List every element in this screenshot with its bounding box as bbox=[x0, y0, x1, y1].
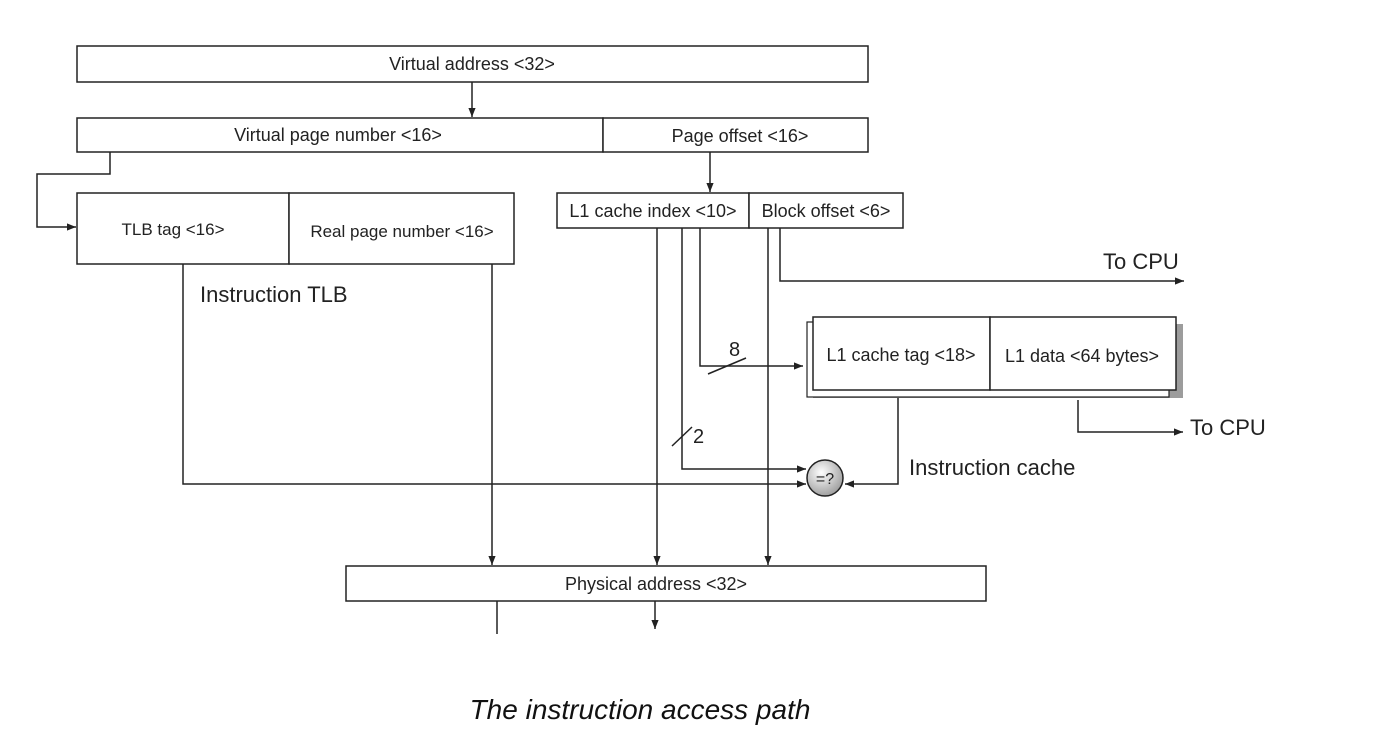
instruction-tlb-label: Instruction TLB bbox=[200, 282, 348, 307]
l1-cache-tag-box: L1 cache tag <18> bbox=[812, 316, 991, 391]
real-page-number-label: Real page number <16> bbox=[310, 222, 493, 241]
to-cpu-top-arrow bbox=[779, 228, 1184, 285]
block-offset-box: Block offset <6> bbox=[748, 192, 904, 229]
comparator: =? bbox=[806, 459, 844, 497]
to-cpu-bottom-label: To CPU bbox=[1190, 415, 1266, 440]
index-to-comparator-arrow bbox=[681, 228, 806, 473]
comparator-label: =? bbox=[816, 471, 834, 488]
tlb-tag-box: TLB tag <16> bbox=[76, 192, 290, 265]
instruction-cache-array: L1 cache tag <18> L1 data <64 bytes> bbox=[806, 316, 1183, 398]
bus-slash-2 bbox=[671, 426, 693, 447]
tlb-tag-to-comparator-arrow bbox=[182, 264, 806, 488]
physical-address-box: Physical address <32> bbox=[345, 565, 987, 602]
page-offset-box: Page offset <16> bbox=[602, 117, 869, 153]
to-cpu-top-label: To CPU bbox=[1103, 249, 1179, 274]
page-offset-label: Page offset <16> bbox=[672, 126, 809, 146]
l1-cache-tag-label: L1 cache tag <18> bbox=[826, 345, 975, 365]
l1-cache-index-box: L1 cache index <10> bbox=[556, 192, 750, 229]
physical-address-label: Physical address <32> bbox=[565, 574, 747, 594]
index-to-cache-arrow bbox=[699, 228, 803, 370]
real-page-number-box: Real page number <16> bbox=[288, 192, 515, 265]
tlb-tag-label: TLB tag <16> bbox=[121, 220, 224, 239]
vpn-to-tlb-arrow bbox=[36, 152, 111, 231]
block-offset-label: Block offset <6> bbox=[762, 201, 891, 221]
comparator-circle bbox=[806, 459, 844, 497]
l1-data-label: L1 data <64 bytes> bbox=[1005, 346, 1159, 366]
virtual-page-number-label: Virtual page number <16> bbox=[234, 125, 442, 145]
virtual-address-box: Virtual address <32> bbox=[76, 45, 869, 83]
cache-tag-to-comparator-arrow bbox=[845, 398, 899, 488]
figure-caption: The instruction access path bbox=[469, 694, 811, 725]
connection-wires bbox=[36, 82, 1184, 634]
l1-cache-index-label: L1 cache index <10> bbox=[569, 201, 736, 221]
virtual-address-label: Virtual address <32> bbox=[389, 54, 555, 74]
instruction-cache-label: Instruction cache bbox=[909, 455, 1075, 480]
bus-width-8-label: 8 bbox=[729, 339, 740, 361]
bus-slash-8 bbox=[707, 357, 747, 375]
l1-data-box: L1 data <64 bytes> bbox=[989, 316, 1177, 391]
virtual-page-number-box: Virtual page number <16> bbox=[76, 117, 604, 153]
to-cpu-bottom-arrow bbox=[1077, 400, 1183, 436]
bus-width-2-label: 2 bbox=[693, 426, 704, 448]
